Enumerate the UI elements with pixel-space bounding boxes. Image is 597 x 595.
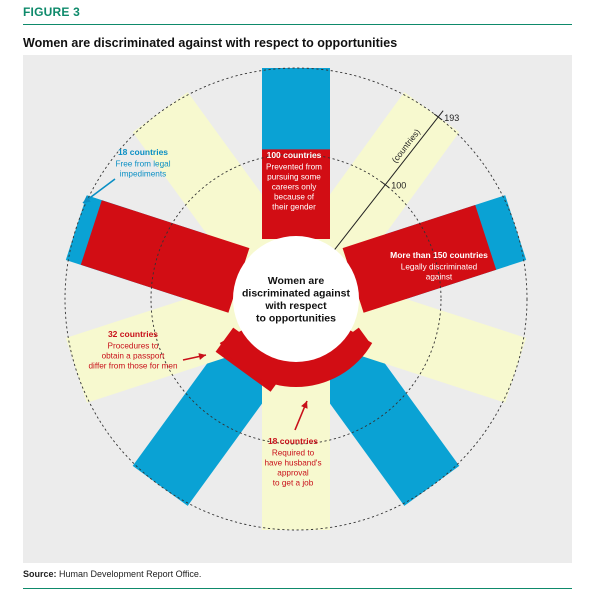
center-label-line: discriminated against xyxy=(242,288,350,300)
annotation-line-legally: Legally discriminated xyxy=(401,263,478,272)
annotation-heading-free: 18 countries xyxy=(118,147,168,157)
reference-ring-100 xyxy=(150,153,442,445)
annotation-heading-careers: 100 countries xyxy=(267,150,322,160)
bar-free xyxy=(80,200,250,313)
source-note: Source: Human Development Report Office. xyxy=(23,569,201,579)
leader-arrow-husband-head xyxy=(301,401,308,409)
bar-legally xyxy=(342,205,497,313)
annotation-line-careers: their gender xyxy=(272,203,316,212)
annotation-line-free: impediments xyxy=(120,170,166,179)
discrimination-bars-layer xyxy=(80,149,497,392)
annotation-line-careers: because of xyxy=(274,193,315,202)
top-rule xyxy=(23,24,572,25)
spoke-neutral-1 xyxy=(303,92,460,271)
figure-label: FIGURE 3 xyxy=(23,5,80,19)
annotation-heading-husband: 18 countries xyxy=(268,436,318,446)
center-circle xyxy=(233,236,359,362)
center-label-line: to opportunities xyxy=(256,313,336,325)
annotation-line-passport: Procedures to xyxy=(108,342,159,351)
scale-tick-label-0: 193 xyxy=(444,113,459,123)
bar-careers xyxy=(262,149,330,239)
annotation-line-husband: Required to xyxy=(272,449,315,458)
annotation-line-passport: obtain a passport xyxy=(102,352,166,361)
bar-lower-ring xyxy=(219,329,373,387)
annotation-line-passport: differ from those for men xyxy=(88,362,177,371)
spoke-neutral-2 xyxy=(342,285,527,403)
annotation-line-legally: against xyxy=(426,273,453,282)
annotation-line-careers: careers only xyxy=(272,183,318,192)
outer-ring-193 xyxy=(64,67,528,531)
leader-arrow-passport-head xyxy=(198,353,206,360)
annotation-line-free: Free from legal xyxy=(115,160,170,169)
spoke-neutral-5 xyxy=(132,92,289,271)
annotation-heading-passport: 32 countries xyxy=(108,329,158,339)
chart-title: Women are discriminated against with res… xyxy=(23,36,398,50)
annotation-line-husband: approval xyxy=(277,469,309,478)
scale-tick-0 xyxy=(433,113,443,121)
center-label-line: Women are xyxy=(268,275,325,287)
annotation-line-husband: have husband's xyxy=(264,459,321,468)
annotation-line-careers: Prevented from xyxy=(266,163,322,172)
annotation-heading-legally: More than 150 countries xyxy=(390,250,488,260)
scale-tick-label-1: 100 xyxy=(391,181,406,191)
source-label: Source: xyxy=(23,569,57,579)
scale-tick-1 xyxy=(380,181,390,189)
source-text: Human Development Report Office. xyxy=(59,569,202,579)
leader-arrow-free-head xyxy=(83,196,91,203)
bottom-rule xyxy=(23,588,572,589)
spoke-neutral-3 xyxy=(262,359,330,530)
annotation-line-husband: to get a job xyxy=(273,479,314,488)
scale-axis-line xyxy=(333,110,444,251)
annotation-line-careers: pursuing some xyxy=(267,173,321,182)
spoke-neutral-4 xyxy=(65,285,250,403)
center-label-line: with respect xyxy=(264,300,327,312)
